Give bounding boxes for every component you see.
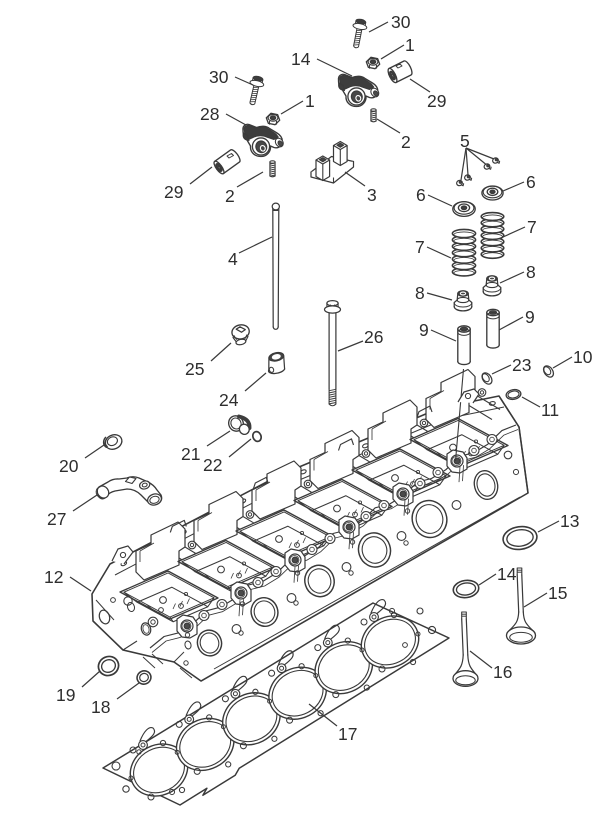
svg-text:25: 25 bbox=[185, 359, 204, 379]
svg-text:17: 17 bbox=[338, 724, 357, 744]
svg-text:9: 9 bbox=[525, 307, 535, 327]
svg-text:30: 30 bbox=[391, 12, 411, 32]
svg-text:1: 1 bbox=[405, 35, 415, 55]
svg-text:30: 30 bbox=[209, 67, 229, 87]
svg-text:28: 28 bbox=[200, 104, 219, 124]
svg-text:12: 12 bbox=[44, 567, 63, 587]
svg-text:7: 7 bbox=[527, 217, 537, 237]
svg-text:10: 10 bbox=[573, 347, 593, 367]
svg-text:8: 8 bbox=[415, 283, 425, 303]
svg-text:3: 3 bbox=[367, 185, 377, 205]
svg-text:16: 16 bbox=[493, 662, 512, 682]
svg-text:8: 8 bbox=[526, 262, 536, 282]
svg-text:23: 23 bbox=[512, 355, 531, 375]
svg-text:22: 22 bbox=[203, 455, 222, 475]
svg-text:4: 4 bbox=[228, 249, 238, 269]
svg-text:6: 6 bbox=[526, 172, 536, 192]
svg-text:26: 26 bbox=[364, 327, 383, 347]
svg-text:13: 13 bbox=[560, 511, 579, 531]
svg-text:1: 1 bbox=[305, 91, 315, 111]
svg-text:15: 15 bbox=[548, 583, 567, 603]
svg-text:27: 27 bbox=[47, 509, 66, 529]
svg-text:6: 6 bbox=[416, 185, 426, 205]
svg-text:19: 19 bbox=[56, 685, 75, 705]
svg-text:2: 2 bbox=[401, 132, 411, 152]
svg-text:9: 9 bbox=[419, 320, 429, 340]
svg-text:18: 18 bbox=[91, 697, 110, 717]
svg-text:11: 11 bbox=[541, 400, 559, 420]
svg-text:14: 14 bbox=[497, 564, 517, 584]
svg-text:2: 2 bbox=[225, 186, 235, 206]
svg-text:21: 21 bbox=[181, 444, 200, 464]
svg-text:24: 24 bbox=[219, 390, 239, 410]
svg-text:7: 7 bbox=[415, 237, 425, 257]
svg-text:20: 20 bbox=[59, 456, 79, 476]
svg-text:14: 14 bbox=[291, 49, 311, 69]
svg-text:5: 5 bbox=[460, 131, 470, 151]
svg-text:29: 29 bbox=[427, 91, 446, 111]
svg-text:29: 29 bbox=[164, 182, 183, 202]
